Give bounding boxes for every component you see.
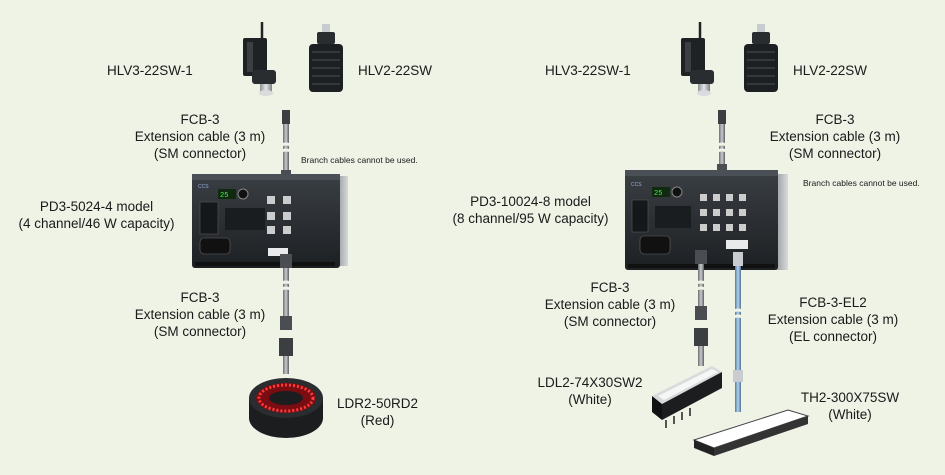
svg-text:CCS: CCS (198, 184, 209, 190)
hlv3-light-icon (681, 22, 714, 96)
left-light-a-label: HLV3-22SW-1 (107, 63, 193, 78)
left-top-cable-label: FCB-3 Extension cable (3 m) (SM connecto… (134, 112, 266, 161)
bar-light-icon (652, 366, 722, 428)
ring-light-icon (249, 378, 323, 438)
right-el-cable (731, 252, 745, 412)
left-bottom-cable (279, 254, 293, 374)
bar-light-label: LDL2-74X30SW2 (White) (537, 375, 643, 407)
svg-text:25: 25 (220, 192, 228, 200)
left-bottom-cable-label: FCB-3 Extension cable (3 m) (SM connecto… (134, 290, 266, 339)
hlv2-light-icon (309, 24, 343, 92)
hlv3-light-icon (243, 22, 276, 96)
hlv2-light-icon (744, 24, 778, 92)
right-system: CCS 25 (625, 22, 810, 456)
right-top-cable-label: FCB-3 Extension cable (3 m) (SM connecto… (769, 112, 901, 161)
right-top-cable (715, 110, 729, 178)
left-controller-label: PD3-5024-4 model (4 channel/46 W capacit… (18, 199, 175, 231)
right-light-b-label: HLV2-22SW (793, 63, 868, 78)
svg-text:CCS: CCS (631, 182, 642, 188)
flat-light-label: TH2-300X75SW (White) (800, 390, 900, 422)
ring-light-label: LDR2-50RD2 (Red) (336, 396, 419, 428)
left-controller-icon: CCS 25 (192, 174, 348, 268)
left-light-b-label: HLV2-22SW (358, 63, 433, 78)
left-system: CCS 25 (192, 22, 348, 438)
right-bottom-sm-cable-label: FCB-3 Extension cable (3 m) (SM connecto… (544, 280, 676, 329)
left-branch-note: Branch cables cannot be used. (301, 155, 418, 165)
right-controller-label: PD3-10024-8 model (8 channel/95 W capaci… (452, 194, 609, 226)
flat-light-icon (692, 409, 810, 456)
right-light-a-label: HLV3-22SW-1 (545, 63, 631, 78)
right-el-cable-label: FCB-3-EL2 Extension cable (3 m) (EL conn… (767, 295, 899, 344)
right-branch-note: Branch cables cannot be used. (803, 178, 920, 188)
right-bottom-sm-cable (694, 250, 708, 366)
svg-text:25: 25 (654, 190, 662, 198)
